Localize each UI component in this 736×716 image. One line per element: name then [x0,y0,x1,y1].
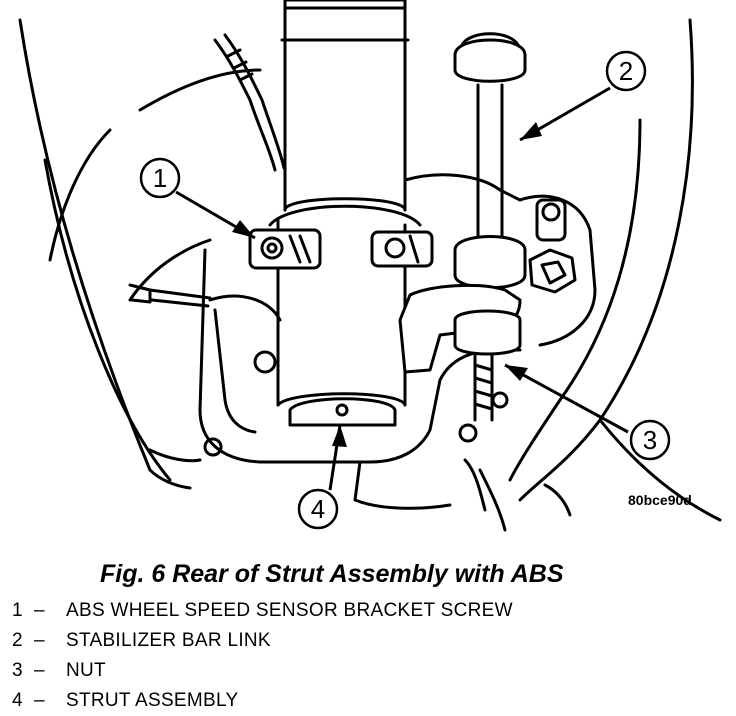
figure-caption: Fig. 6 Rear of Strut Assembly with ABS [100,560,564,588]
legend-item: 3–NUT [12,656,513,686]
callout-3-arrowhead [505,365,528,381]
legend-list: 1–ABS WHEEL SPEED SENSOR BRACKET SCREW 2… [12,596,513,716]
callout-4-arrowhead [332,425,347,447]
callout-4-circle [297,488,339,530]
strut-clamp [248,228,434,270]
callout-2-circle [605,50,647,92]
legend-item-number: 3 [12,660,23,681]
legend-item: 1–ABS WHEEL SPEED SENSOR BRACKET SCREW [12,596,513,626]
image-code: 80bce90d [628,492,692,508]
callout-1-circle [139,157,181,199]
callout-3-circle [629,419,671,461]
wheel-well-outline [18,18,722,522]
legend-item-text: ABS WHEEL SPEED SENSOR BRACKET SCREW [66,600,513,621]
strut-assembly-illustration: 1 2 3 4 80bce90d [18,0,722,532]
stabilizer-bar-link [398,32,527,422]
strut-body [268,0,422,427]
legend-item-number: 1 [12,600,23,621]
steering-knuckle [198,173,597,532]
legend-item: 4–STRUT ASSEMBLY [12,686,513,716]
callout-1-arrowhead [232,220,255,238]
knuckle-bolts [128,198,577,457]
legend-item-text: STRUT ASSEMBLY [66,690,239,711]
callout-1-label: 1 [153,163,167,193]
callout-3-leader [504,363,629,434]
legend-item-text: NUT [66,660,106,681]
callout-2-arrowhead [520,122,542,140]
legend-item: 2–STABILIZER BAR LINK [12,626,513,656]
callout-3-label: 3 [643,425,657,455]
legend-item-number: 2 [12,630,23,651]
brake-line [213,33,286,172]
callout-2-label: 2 [619,56,633,86]
legend-item-text: STABILIZER BAR LINK [66,630,271,651]
callout-4-label: 4 [311,494,325,524]
legend-item-number: 4 [12,690,23,711]
